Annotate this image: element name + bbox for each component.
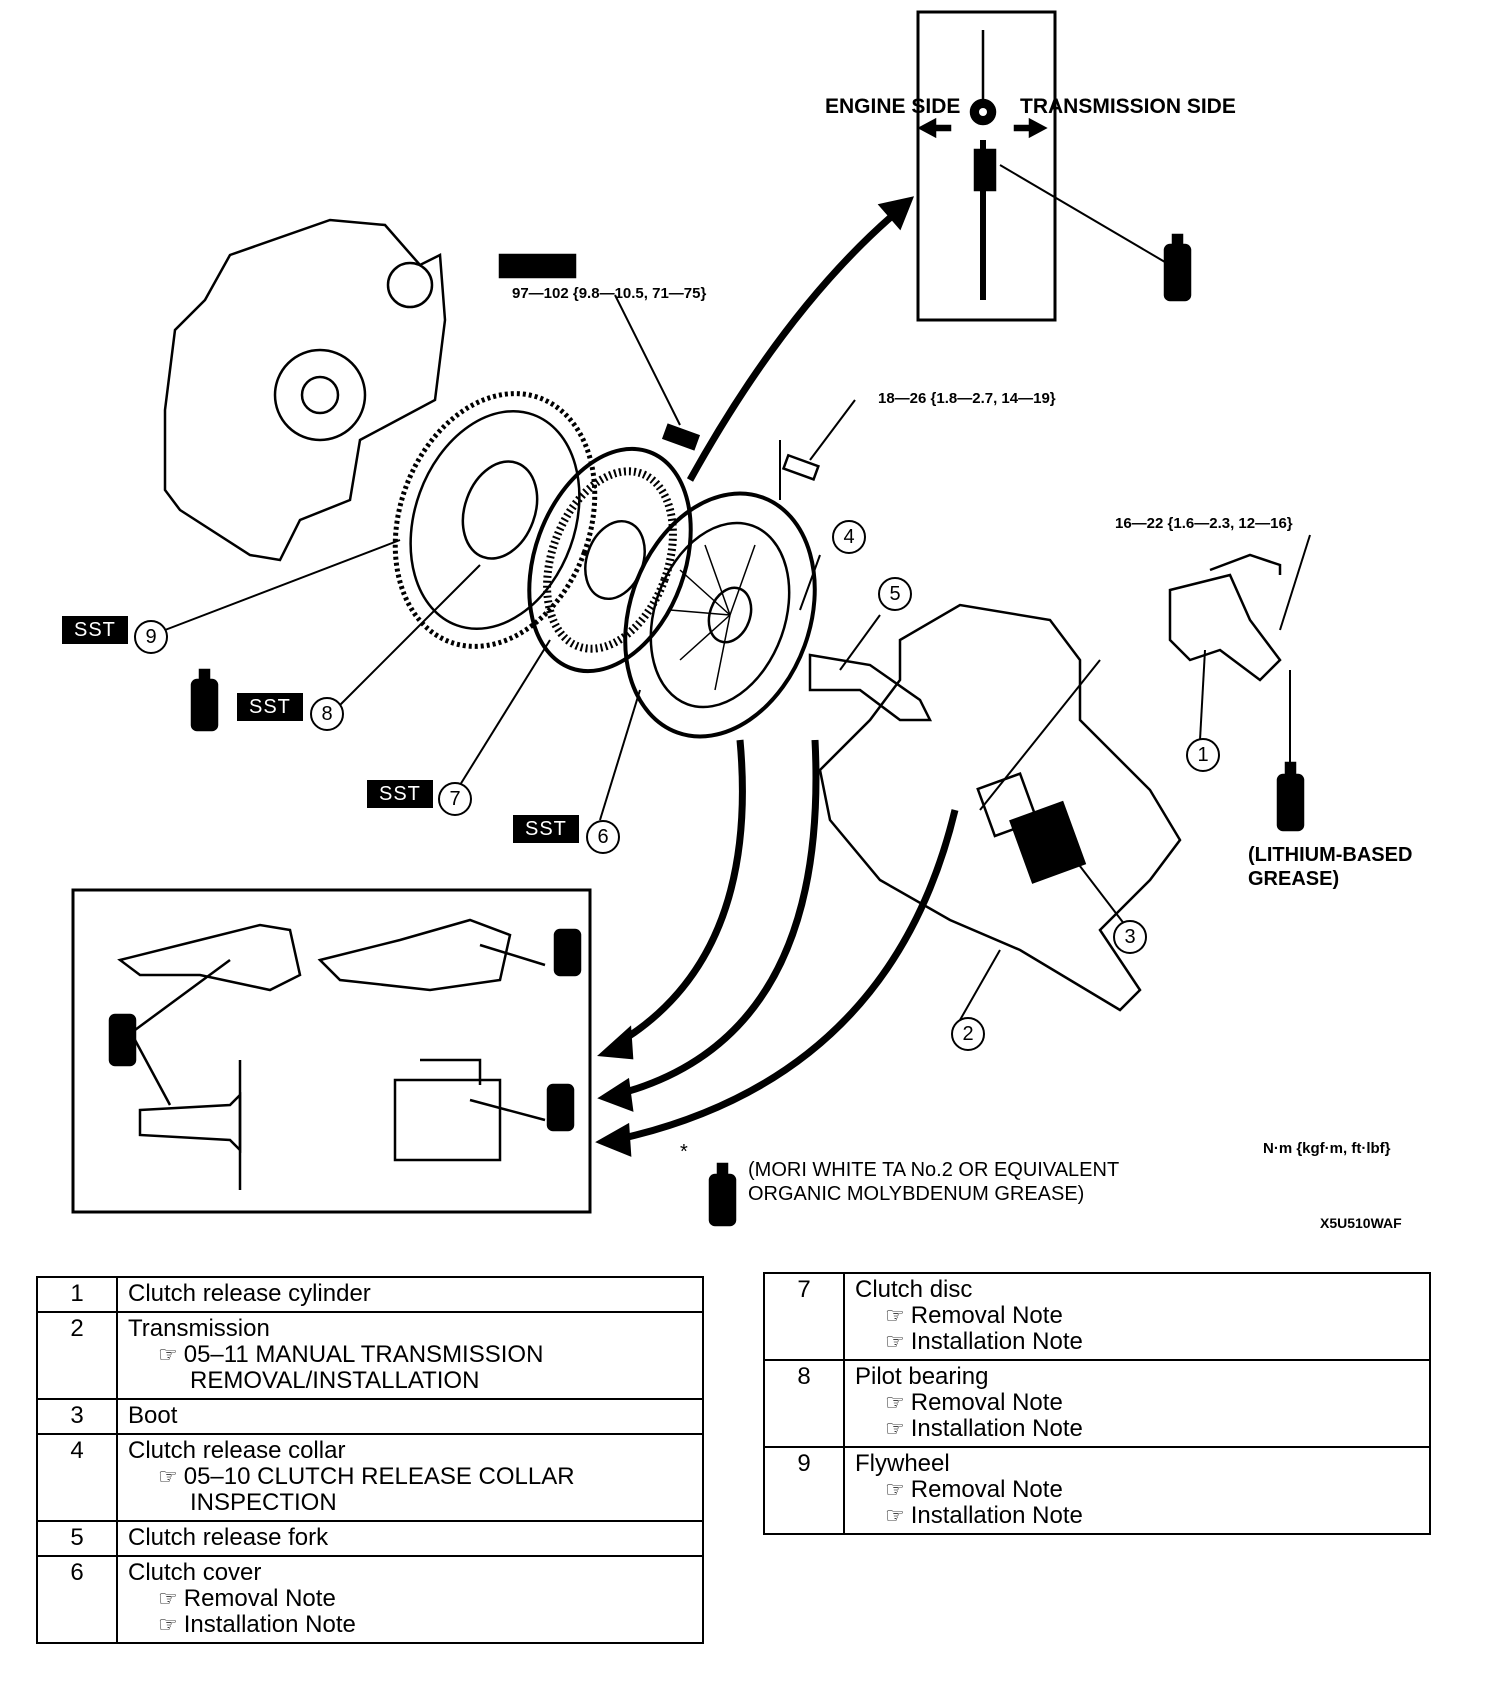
torque-flywheel-bolt: 97—102 {9.8—10.5, 71—75} [512,285,707,302]
reference-link[interactable]: ☞05–11 MANUAL TRANSMISSION [158,1341,544,1368]
callout-8: 8 [310,697,344,731]
table-row: 6 Clutch cover ☞Removal Note ☞Installati… [36,1555,704,1644]
table-row: 9 Flywheel ☞Removal Note ☞Installation N… [763,1446,1431,1535]
removal-note-link[interactable]: ☞Removal Note [158,1585,336,1612]
release-fork [808,653,933,722]
part-name: Boot [128,1402,178,1429]
sst-badge-6: SST [513,815,579,843]
callout-6: 6 [586,820,620,854]
callout-7: 7 [438,782,472,816]
transmission-housing [818,603,1182,1012]
pointing-hand-icon: ☞ [885,1303,905,1328]
grease-can-icon [108,233,1305,1227]
parts-table-right: 7 Clutch disc ☞Removal Note ☞Installatio… [763,1272,1431,1535]
part-name: Pilot bearing [855,1363,989,1390]
table-row: 3 Boot [36,1398,704,1435]
pointing-hand-icon: ☞ [158,1612,178,1637]
part-name: Clutch cover [128,1559,262,1586]
pointing-hand-icon: ☞ [885,1503,905,1528]
units-label: N·m {kgf·m, ft·lbf} [1263,1140,1391,1157]
pointing-hand-icon: ☞ [158,1586,178,1611]
table-row: 7 Clutch disc ☞Removal Note ☞Installatio… [763,1272,1431,1361]
clutch-cover [623,491,817,739]
torque-release-cylinder-bolt: 16—22 {1.6—2.3, 12—16} [1115,515,1293,532]
part-name: Flywheel [855,1450,950,1477]
removal-note-link[interactable]: ☞Removal Note [885,1302,1063,1329]
pointing-hand-icon: ☞ [885,1390,905,1415]
removal-note-link[interactable]: ☞Removal Note [885,1389,1063,1416]
pointing-hand-icon: ☞ [885,1416,905,1441]
torque-clutch-cover-bolt: 18—26 {1.8—2.7, 14—19} [878,390,1056,407]
inset-engine-transmission-side [916,10,1057,322]
flywheel [392,391,598,649]
part-name: Clutch release collar [128,1437,346,1464]
pointing-hand-icon: ☞ [885,1477,905,1502]
lithium-grease-label: (LITHIUM-BASED GREASE) [1248,844,1413,890]
figure-code: X5U510WAF [1320,1215,1402,1231]
engine-block [163,218,447,562]
release-cylinder [1168,573,1282,682]
pointing-hand-icon: ☞ [885,1329,905,1354]
table-row: 2 Transmission ☞05–11 MANUAL TRANSMISSIO… [36,1311,704,1400]
part-name: Clutch release cylinder [128,1280,371,1307]
table-row: 5 Clutch release fork [36,1520,704,1557]
engine-side-label: ENGINE SIDE [825,95,961,118]
table-row: 1 Clutch release cylinder [36,1276,704,1313]
boot [1009,800,1087,884]
pointing-hand-icon: ☞ [158,1342,178,1367]
callout-3: 3 [1113,920,1147,954]
parts-table-left: 1 Clutch release cylinder 2 Transmission… [36,1276,704,1644]
installation-note-link[interactable]: ☞Installation Note [885,1502,1083,1529]
callout-9: 9 [134,620,168,654]
callout-1: 1 [1186,738,1220,772]
part-name: Clutch disc [855,1276,973,1303]
mori-grease-line2: ORGANIC MOLYBDENUM GREASE) [748,1183,1085,1205]
table-row: 4 Clutch release collar ☞05–10 CLUTCH RE… [36,1433,704,1522]
installation-note-link[interactable]: ☞Installation Note [158,1611,356,1638]
transmission-side-label: TRANSMISSION SIDE [1020,95,1236,118]
inset-grease-points [71,888,592,1214]
sst-badge-7: SST [367,780,433,808]
mori-grease-line1: (MORI WHITE TA No.2 OR EQUIVALENT [748,1159,1120,1181]
pointing-hand-icon: ☞ [158,1464,178,1489]
part-name: Transmission [128,1315,270,1342]
sst-badge-8: SST [237,693,303,721]
reference-link[interactable]: ☞05–10 CLUTCH RELEASE COLLAR [158,1463,575,1490]
installation-note-link[interactable]: ☞Installation Note [885,1328,1083,1355]
table-row: 8 Pilot bearing ☞Removal Note ☞Installat… [763,1359,1431,1448]
callout-2: 2 [951,1017,985,1051]
part-name: Clutch release fork [128,1524,329,1551]
clutch-disc [527,446,693,674]
installation-note-link[interactable]: ☞Installation Note [885,1415,1083,1442]
sst-badge-9: SST [62,616,128,644]
callout-5: 5 [878,577,912,611]
callout-4: 4 [832,520,866,554]
removal-note-link[interactable]: ☞Removal Note [885,1476,1063,1503]
asterisk-mark: * [680,1141,688,1163]
